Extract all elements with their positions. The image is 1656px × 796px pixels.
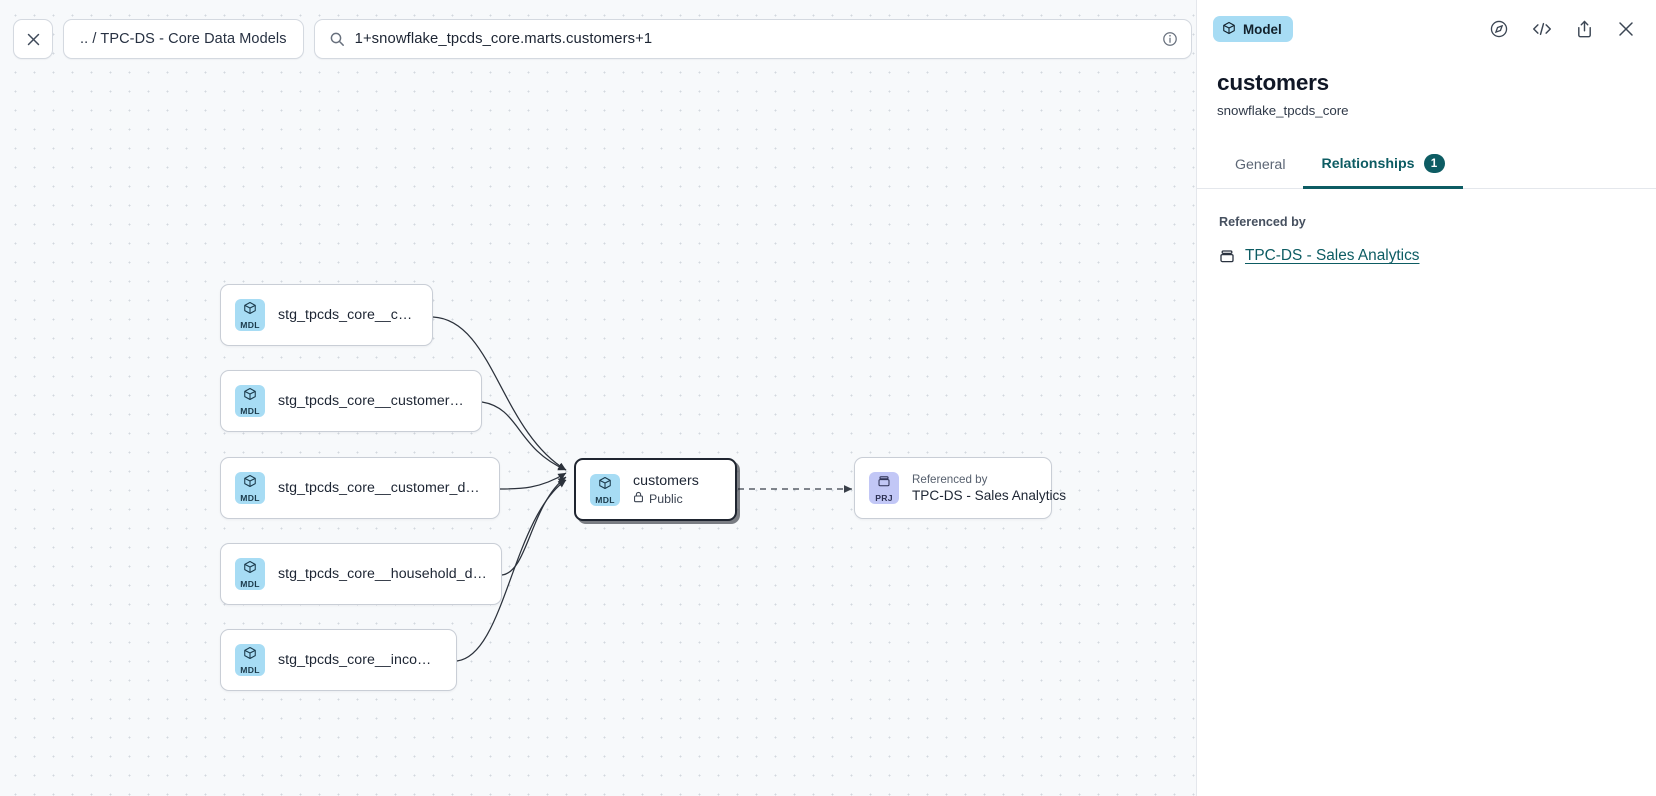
- search-icon: [329, 31, 345, 47]
- model-badge-label: MDL: [240, 320, 260, 330]
- lock-icon: [633, 491, 644, 506]
- lineage-search[interactable]: [313, 19, 1192, 59]
- cube-icon: [243, 560, 257, 579]
- lineage-node-customers[interactable]: MDL customers Public: [574, 458, 737, 521]
- share-icon[interactable]: [1575, 19, 1594, 39]
- node-body: Referenced by TPC-DS - Sales Analytics: [912, 472, 1067, 504]
- close-lineage-button[interactable]: [13, 19, 53, 59]
- node-body: customers Public: [633, 473, 699, 506]
- relationships-section: Referenced by TPC-DS - Sales Analytics: [1197, 189, 1656, 265]
- node-title: stg_tpcds_core__customer: [278, 307, 418, 323]
- model-badge: MDL: [235, 472, 265, 504]
- model-badge-label: MDL: [240, 665, 260, 675]
- node-title: TPC-DS - Sales Analytics: [912, 487, 1067, 503]
- close-icon: [25, 31, 42, 48]
- model-badge: MDL: [235, 644, 265, 676]
- explore-icon[interactable]: [1489, 19, 1509, 39]
- node-title: stg_tpcds_core__household_demogr…: [278, 566, 487, 582]
- search-input[interactable]: [354, 31, 1152, 47]
- cube-icon: [1222, 21, 1236, 38]
- lineage-node-stg-customer[interactable]: MDL stg_tpcds_core__customer: [220, 284, 433, 346]
- node-title: stg_tpcds_core__income_band: [278, 652, 442, 668]
- model-badge: MDL: [235, 299, 265, 331]
- tab-general-label: General: [1235, 157, 1286, 173]
- details-panel: Model: [1196, 0, 1656, 796]
- details-panel-header: Model: [1197, 0, 1656, 58]
- tab-relationships[interactable]: Relationships 1: [1303, 146, 1463, 189]
- model-badge-label: MDL: [595, 494, 615, 505]
- close-icon[interactable]: [1616, 19, 1636, 39]
- details-panel-title-block: customers snowflake_tpcds_core: [1197, 58, 1656, 118]
- page-subtitle: snowflake_tpcds_core: [1217, 103, 1349, 118]
- details-panel-actions: [1489, 19, 1636, 39]
- lineage-node-stg-customer-demographics[interactable]: MDL stg_tpcds_core__customer_demogra…: [220, 457, 500, 519]
- model-type-chip: Model: [1213, 16, 1293, 42]
- lineage-edges: [432, 316, 853, 662]
- project-icon: [1219, 248, 1235, 264]
- page-title: customers: [1217, 70, 1329, 95]
- node-body: stg_tpcds_core__customer_demogra…: [278, 480, 485, 496]
- tab-relationships-label: Relationships: [1321, 155, 1415, 172]
- node-title: customers: [633, 473, 699, 489]
- project-icon: [877, 474, 891, 493]
- cube-icon: [243, 646, 257, 665]
- model-badge: MDL: [235, 385, 265, 417]
- cube-icon: [598, 476, 612, 495]
- section-label: Referenced by: [1219, 215, 1306, 229]
- cube-icon: [243, 387, 257, 406]
- model-badge: MDL: [235, 558, 265, 590]
- cube-icon: [243, 474, 257, 493]
- breadcrumb[interactable]: .. / TPC-DS - Core Data Models: [63, 19, 304, 59]
- lineage-node-project[interactable]: PRJ Referenced by TPC-DS - Sales Analyti…: [854, 457, 1067, 519]
- lineage-canvas[interactable]: .. / TPC-DS - Core Data Models: [0, 0, 1196, 796]
- model-badge-label: MDL: [240, 493, 260, 503]
- lineage-node-stg-income-band[interactable]: MDL stg_tpcds_core__income_band: [220, 629, 457, 691]
- tab-general[interactable]: General: [1217, 149, 1303, 189]
- lineage-node-stg-customer-address[interactable]: MDL stg_tpcds_core__customer_address: [220, 370, 482, 432]
- node-kicker: Referenced by: [912, 472, 988, 486]
- project-badge: PRJ: [869, 472, 899, 504]
- project-badge-label: PRJ: [875, 493, 893, 503]
- node-visibility: Public: [633, 491, 699, 506]
- node-visibility-label: Public: [649, 491, 683, 506]
- node-title: stg_tpcds_core__customer_address: [278, 393, 467, 409]
- node-body: stg_tpcds_core__income_band: [278, 652, 442, 668]
- cube-icon: [243, 301, 257, 320]
- model-badge-label: MDL: [240, 406, 260, 416]
- model-badge: MDL: [590, 473, 620, 506]
- node-title: stg_tpcds_core__customer_demogra…: [278, 480, 485, 496]
- canvas-toolbar: .. / TPC-DS - Core Data Models: [13, 19, 1196, 59]
- node-body: stg_tpcds_core__household_demogr…: [278, 566, 487, 582]
- details-tabs: General Relationships 1: [1197, 146, 1656, 189]
- node-body: stg_tpcds_core__customer: [278, 307, 418, 323]
- node-body: stg_tpcds_core__customer_address: [278, 393, 467, 409]
- model-badge-label: MDL: [240, 579, 260, 589]
- lineage-node-stg-household-demographics[interactable]: MDL stg_tpcds_core__household_demogr…: [220, 543, 502, 605]
- status-badge: 1: [1423, 154, 1445, 173]
- referenced-by-link[interactable]: TPC-DS - Sales Analytics: [1245, 247, 1420, 264]
- list-item[interactable]: TPC-DS - Sales Analytics: [1219, 247, 1636, 265]
- code-icon[interactable]: [1531, 19, 1553, 39]
- info-circle-icon[interactable]: [1162, 31, 1178, 47]
- model-type-chip-label: Model: [1243, 21, 1282, 37]
